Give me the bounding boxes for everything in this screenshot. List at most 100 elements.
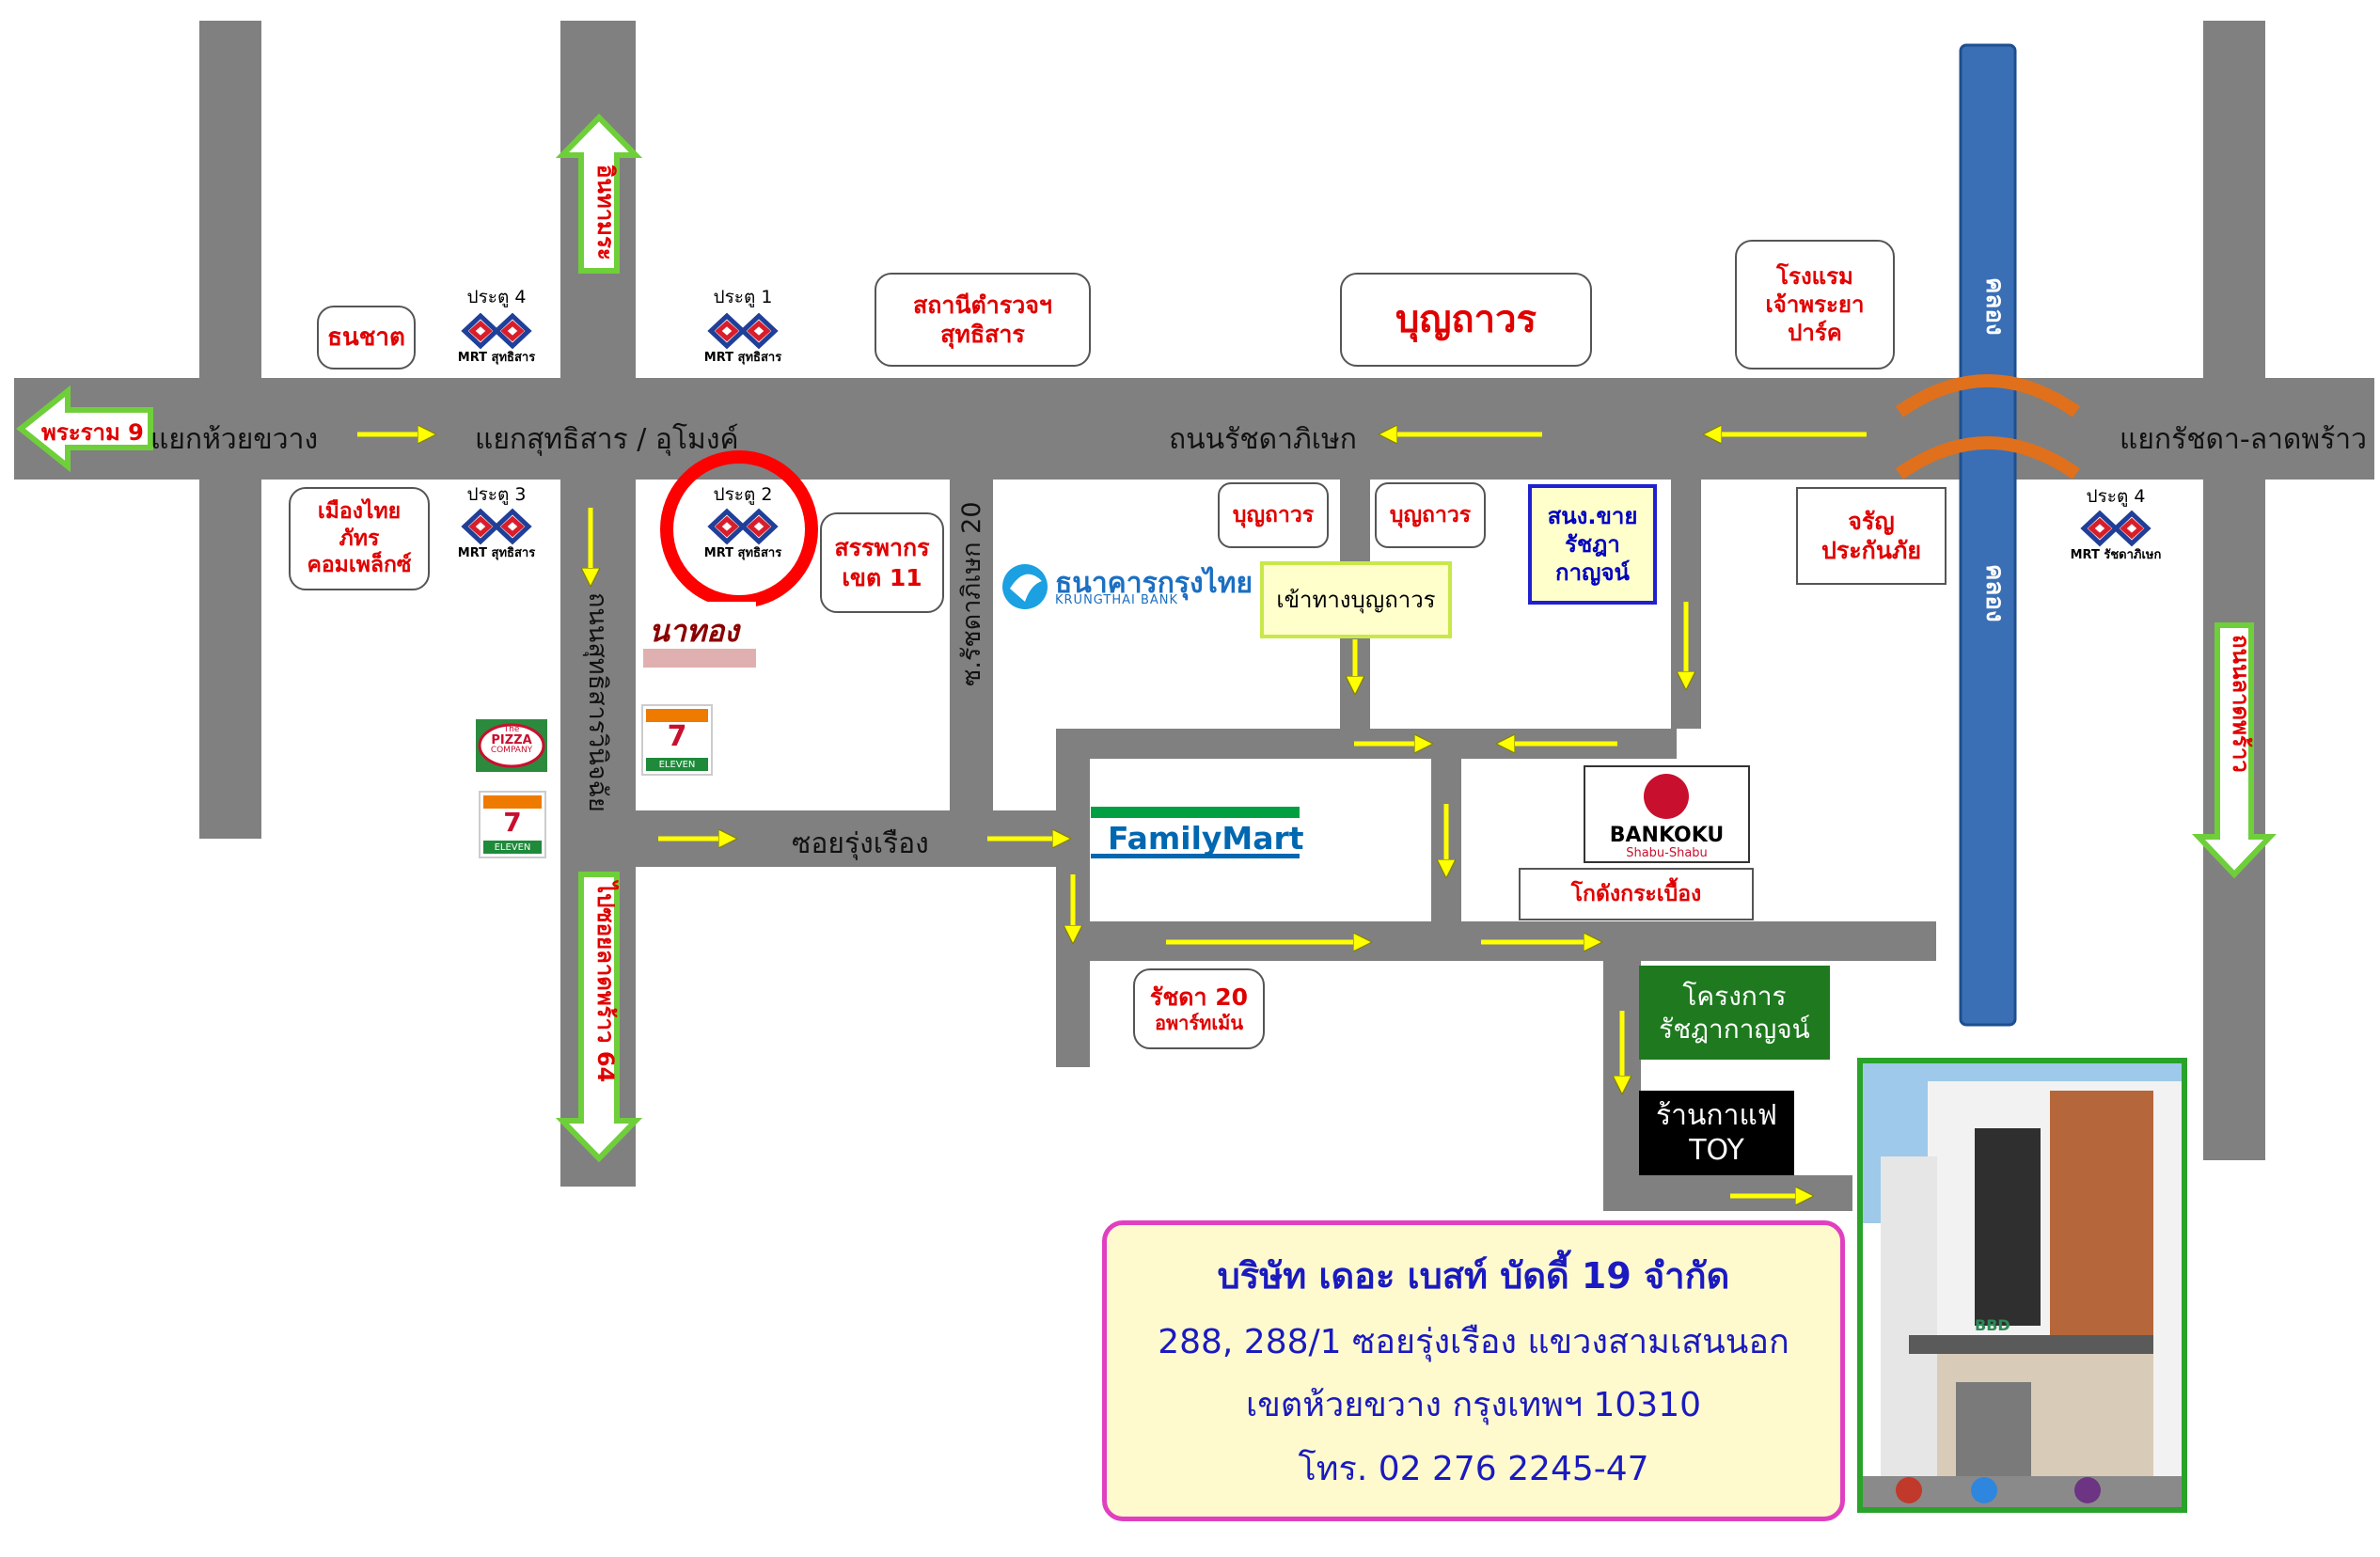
pizza-label-line: PIZZA [491,733,532,747]
direction-arrows [16,113,2277,1163]
landmark-boonthavorn-2: บุญถาวร [1375,482,1486,548]
landmark-label: สรรพากร [834,534,930,562]
mrt-gate-label: ประตู 2 [696,485,790,504]
familymart-logo [1091,807,1300,858]
krungthai-label-en: KRUNGTHAI BANK [1055,593,1179,607]
mrt-station-label: MRT สุทธิสาร [449,352,544,365]
familymart-label: FamilyMart [1108,820,1304,857]
bankoku-logo [1584,765,1750,863]
mrt-logo-icon [707,312,779,350]
mrt-logo-icon [2080,510,2151,547]
mrt-name: MRT สุทธิสาร [457,351,536,365]
direction-label-soi-64: ไปซอยลาดพร้าว 64 [592,882,619,1083]
landmark-toy-cafe: ร้านกาแฟ TOY [1639,1091,1794,1175]
bankoku-sub-label: Shabu-Shabu [1626,846,1708,860]
mrt-gate: ประตู 1 [713,287,773,307]
landmark-label: ภัทร [339,526,380,551]
direction-label-rama9: พระราม 9 [41,419,144,446]
landmark-label: ปาร์ค [1788,320,1842,346]
mrt-name: MRT รัชดาภิเษก [2070,548,2162,562]
mrt-station-label: MRT สุทธิสาร [449,547,544,560]
direction-label-inthamara: อินทามระ [592,165,619,260]
pizza-label-line: COMPANY [490,746,533,755]
road-left-vertical [199,21,261,839]
landmark-thanachart: ธนชาต [317,306,416,370]
mrt-gate-label: ประตู 4 [2064,487,2167,506]
landmark-label: ร้านกาแฟ [1655,1098,1778,1132]
canal-bridge [1895,374,2081,480]
landmark-label: รัชดา 20 [1149,983,1249,1011]
road-soi-ratchada-20 [950,480,993,810]
seven-eleven-logo [479,791,546,858]
road-lower-horizontal [1603,1175,1852,1211]
landmark-boonthavorn-1: บุญถาวร [1218,482,1329,548]
pizza-label-line: The [503,725,520,734]
landmark-muang-thai-phatra: เมืองไทย ภัทร คอมเพล็กซ์ [289,487,430,590]
landmark-charan-insurance: จรัญ ประกันภัย [1796,487,1947,585]
direction-arrow-rama9 [16,385,153,473]
road-right-vertical [2203,21,2265,1160]
junction-huai-khwang: แยกห้วยขวาง [150,423,319,456]
pizza-company-logo [476,719,547,772]
landmark-revenue-office: สรรพากร เขต 11 [820,512,944,613]
landmark-label: เจ้าพระยา [1765,291,1865,318]
direction-arrow-lat-phrao [2192,622,2277,879]
traffic-arrows [357,434,1867,1196]
landmark-label: TOY [1689,1134,1744,1167]
mrt-gate-label: ประตู 4 [449,288,544,307]
mrt-name: MRT สุทธิสาร [457,546,536,560]
building-sign: BBD [1975,1316,2010,1334]
landmark-boonthavorn-entrance: เข้าทางบุญถาวร [1260,561,1452,638]
canal [1959,43,2017,1027]
bankoku-label: BANKOKU [1609,824,1725,847]
landmark-label: เมืองไทย [317,498,402,524]
mrt-logo-icon [707,508,779,545]
landmark-label: โครงการ [1682,981,1787,1012]
landmark-label: สถานีตำรวจฯ [913,291,1052,319]
landmark-label: เขต 11 [842,563,922,591]
landmark-label: โรงแรม [1776,263,1853,290]
landmark-label: สนง.ขาย [1547,503,1638,529]
mrt-gate-label: ประตู 1 [696,288,790,307]
landmark-chaophraya-park-hotel: โรงแรม เจ้าพระยา ปาร์ค [1735,240,1895,370]
mrt-gate: ประตู 4 [466,287,527,307]
mrt-gate-label: ประตู 3 [449,485,544,504]
landmark-label: รัชฎา [1565,531,1620,558]
mrt-gate: ประตู 3 [466,484,527,505]
road-label-ratchadaphisek: ถนนรัชดาภิเษก [1169,423,1357,456]
junction-sutthisan: แยกสุทธิสาร / อุโมงค์ [475,423,739,456]
landmark-police-station: สถานีตำรวจฯ สุทธิสาร [875,273,1091,367]
company-name: บริษัท เดอะ เบสท์ บัดดี้ 19 จำกัด [1217,1255,1730,1298]
mrt-name: MRT สุทธิสาร [703,351,782,365]
company-phone: โทร. 02 276 2245-47 [1298,1449,1649,1488]
landmark-tile-warehouse: โกดังกระเบื้อง [1519,868,1754,920]
landmark-label: บุญถาวร [1232,502,1315,527]
canal-label: คลอง [1980,564,2009,622]
landmark-label: อพาร์ทเม้น [1154,1012,1244,1035]
landmark-ratchada-20-apartment: รัชดา 20 อพาร์ทเม้น [1133,968,1265,1049]
company-address-line-2: เขตห้วยขวาง กรุงเทพฯ 10310 [1245,1386,1702,1425]
mrt-name: MRT สุทธิสาร [703,546,782,560]
nathong-sign [643,602,756,668]
landmark-label: กาญจน์ [1555,559,1630,586]
krungthai-label: ธนาคารกรุงไทย [1055,567,1253,600]
mrt-gate: ประตู 4 [2086,486,2146,507]
landmark-label: บุญถาวร [1389,502,1472,527]
mrt-station-label: MRT สุทธิสาร [696,547,790,560]
seven-eleven-label: ELEVEN [658,760,696,770]
road-label-sutthisan: ถนนสุทธิสารวินิจฉัย [583,592,612,812]
landmark-label: จรัญ [1848,507,1895,535]
seven-eleven-logo [641,704,713,776]
road-label-soi-ratchada-20: ซ.รัชดาภิเษก 20 [957,501,986,686]
landmark-ratchada-kan-project: โครงการ รัชฎากาญจน์ [1639,966,1830,1060]
landmark-label: โกดังกระเบื้อง [1570,881,1702,906]
seven-eleven-number: 7 [667,720,687,753]
mrt-station-label: MRT รัชดาภิเษก [2064,549,2167,562]
company-info-box: บริษัท เดอะ เบสท์ บัดดี้ 19 จำกัด 288, 2… [1102,1220,1845,1521]
landmark-label: เข้าทางบุญถาวร [1276,587,1436,613]
landmark-label: รัชฎากาญจน์ [1659,1014,1810,1045]
landmark-label: สุทธิสาร [940,321,1025,348]
seven-eleven-number: 7 [503,807,522,838]
junction-ratchada-latphrao: แยกรัชดา-ลาดพร้าว [2120,423,2367,456]
